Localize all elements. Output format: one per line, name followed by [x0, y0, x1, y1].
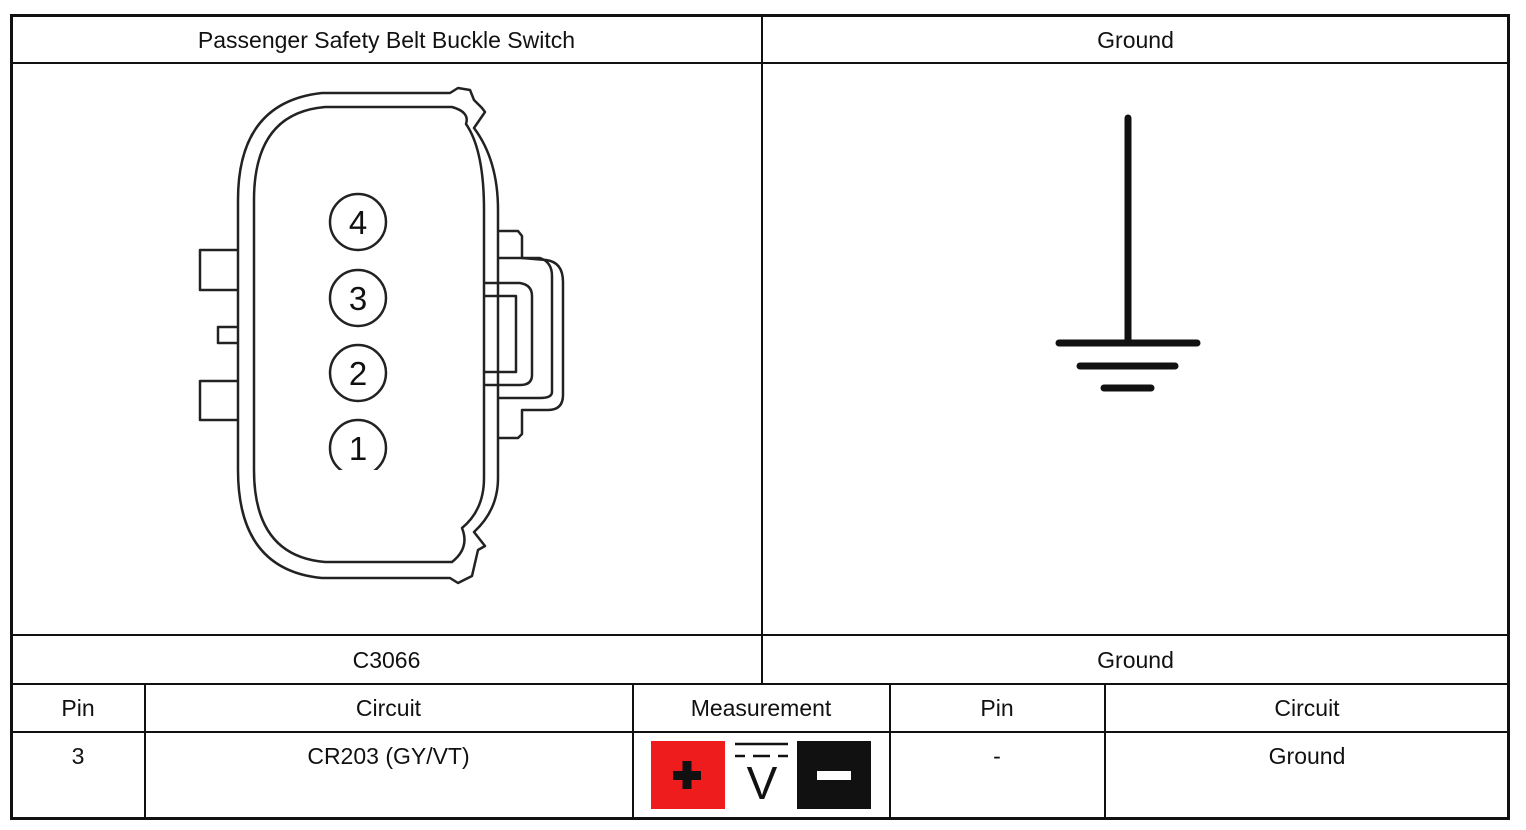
row-pin-right: -	[993, 743, 1001, 769]
pin-label-3: 3	[348, 280, 368, 317]
connector-face-drawing	[198, 86, 565, 585]
ground-title: Ground	[1097, 27, 1174, 53]
connector-title: Passenger Safety Belt Buckle Switch	[197, 27, 576, 53]
ground-id: Ground	[1097, 647, 1174, 673]
pin-label-4: 4	[348, 204, 368, 241]
voltage-symbol: V	[746, 757, 778, 809]
row-circuit-right: Ground	[1268, 743, 1346, 769]
row-divider	[12, 731, 1509, 733]
column-header-pin: Pin	[61, 695, 95, 721]
column-header-circuit: Circuit	[355, 695, 422, 721]
minus-icon	[797, 741, 871, 809]
row-circuit: CR203 (GY/VT)	[307, 743, 470, 769]
pin-circles	[328, 192, 388, 470]
row-divider	[12, 683, 1509, 685]
row-divider	[12, 62, 1509, 64]
column-divider	[889, 684, 891, 818]
ground-symbol-icon	[1055, 114, 1201, 392]
row-divider	[12, 634, 1509, 636]
connector-id: C3066	[352, 647, 421, 673]
column-header-measurement: Measurement	[690, 695, 832, 721]
column-divider	[1104, 684, 1106, 818]
column-header-pin-right: Pin	[980, 695, 1014, 721]
column-divider	[761, 16, 763, 685]
plus-icon	[651, 741, 725, 809]
column-divider	[632, 684, 634, 818]
row-pin: 3	[71, 743, 85, 769]
diagram-frame	[10, 14, 1510, 820]
column-divider	[144, 684, 146, 818]
voltage-dc-icon	[735, 742, 788, 758]
column-header-circuit-right: Circuit	[1274, 695, 1340, 721]
pin-label-1: 1	[348, 430, 368, 467]
pin-label-2: 2	[348, 355, 368, 392]
